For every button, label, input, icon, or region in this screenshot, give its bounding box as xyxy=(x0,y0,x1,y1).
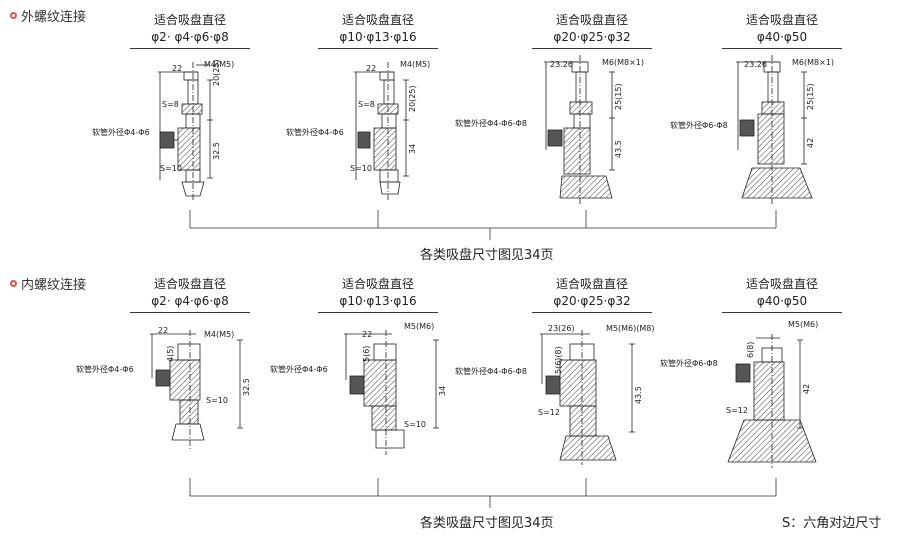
dim-b: 43.5 xyxy=(634,386,643,404)
bullet-icon xyxy=(10,12,17,19)
hex-label: S=12 xyxy=(538,408,560,417)
dim-width: 23(26) xyxy=(548,324,575,333)
part-ext-1 xyxy=(158,62,213,200)
page-reference-note: 各类吸盘尺寸图见34页 xyxy=(420,516,554,531)
thread-label: M5(M6) xyxy=(404,322,435,331)
section-title-internal: 内螺纹连接 xyxy=(10,274,86,293)
thread-label: M4(M5) xyxy=(400,60,431,69)
dim-b: 32.5 xyxy=(212,142,221,160)
part-ext-2 xyxy=(354,62,409,200)
thread-label: M6(M8×1) xyxy=(602,58,645,67)
dim-a: 6(8) xyxy=(746,341,755,358)
hose-label: 软管外径Φ4-Φ6 xyxy=(92,128,150,137)
hose-label: 软管外径Φ4-Φ6 xyxy=(270,365,328,374)
hex-label: S=12 xyxy=(726,406,748,415)
dim-width: 22 xyxy=(158,326,169,335)
thread-label: M4(M5) xyxy=(204,60,235,69)
dim-width: 23.26 xyxy=(744,60,767,69)
dim-a: 20(25) xyxy=(212,59,221,86)
part-int-1 xyxy=(150,330,243,450)
dim-a: 25(15) xyxy=(614,83,623,110)
legend-note: S：六角对边尺寸 xyxy=(782,516,882,531)
dim-a: 25(15) xyxy=(806,83,815,110)
hose-label: 软管外径Φ4-Φ6 xyxy=(76,365,134,374)
thread-label: M6(M8×1) xyxy=(792,58,835,67)
bullet-icon xyxy=(10,280,17,287)
hose-label: 软管外径Φ6-Φ8 xyxy=(660,359,718,368)
thread-label: M5(M6)(M8) xyxy=(606,324,655,333)
hose-label: 软管外径Φ4-Φ6-Φ8 xyxy=(455,367,527,376)
page-reference-note: 各类吸盘尺寸图见34页 xyxy=(420,248,554,263)
dim-b: 42 xyxy=(802,383,811,394)
part-ext-4 xyxy=(736,55,813,205)
dim-b: 34 xyxy=(408,143,417,154)
dim-width: 22 xyxy=(366,64,377,73)
hose-label: 软管外径Φ4-Φ6-Φ8 xyxy=(455,119,527,128)
hex-label: S=10 xyxy=(160,164,182,173)
dim-width: 22 xyxy=(172,64,183,73)
part-int-3 xyxy=(540,330,635,465)
dim-a: 5(6)(8) xyxy=(554,346,563,374)
dim-b: 32.5 xyxy=(242,378,251,396)
hex-label: S=8 xyxy=(162,100,179,109)
section-title-external: 外螺纹连接 xyxy=(10,6,86,25)
part-int-4 xyxy=(727,334,817,468)
hose-label: 软管外径Φ4-Φ6 xyxy=(286,128,344,137)
thread-label: M5(M6) xyxy=(788,320,819,329)
part-ext-3 xyxy=(544,55,615,205)
part-int-2 xyxy=(344,330,439,455)
hex-label: S=10 xyxy=(404,420,426,429)
thread-label: M4(M5) xyxy=(204,330,235,339)
dim-a: 4(5) xyxy=(166,345,175,362)
dim-b: 43.5 xyxy=(614,140,623,158)
dim-a: 20(25) xyxy=(408,85,417,112)
bracket-top xyxy=(189,210,777,240)
dim-b: 42 xyxy=(806,137,815,148)
hose-label: 软管外径Φ6-Φ8 xyxy=(670,121,728,130)
bracket-bottom xyxy=(189,478,777,508)
dim-width: 22 xyxy=(362,330,373,339)
hex-label: S=8 xyxy=(358,100,375,109)
dim-b: 34 xyxy=(438,385,447,396)
hex-label: S=10 xyxy=(350,164,372,173)
hex-label: S=10 xyxy=(206,396,228,405)
dim-a: 5(6) xyxy=(362,345,371,362)
dim-width: 23.26 xyxy=(550,60,573,69)
